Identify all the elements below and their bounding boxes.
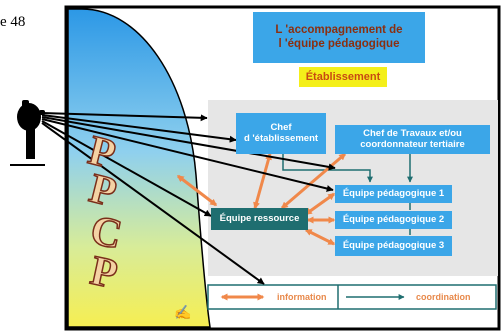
title-line-2: l 'équipe pédagogique [278,37,400,50]
diagram-title: L 'accompagnement de l 'équipe pédagogiq… [253,12,425,63]
legend-information-label: information [277,292,327,302]
pointer-arrow-legend [41,122,265,285]
hand-pointer-icon [10,100,45,166]
legend-coordination-label: coordination [416,292,471,302]
page-number-fragment: e 48 [0,14,26,30]
title-line-1: L 'accompagnement de [275,24,403,37]
node-chef-etablissement: Chef d 'établissement [236,113,326,154]
ppcp-dome [67,8,211,328]
node-chef-line-2: d 'établissement [243,132,319,144]
establishment-label: Établissement [299,67,387,87]
info-ressource-team3 [304,228,336,246]
info-ressource-dome [176,174,218,207]
node-travaux-line-2: coordonnateur tertiaire [360,138,465,150]
info-ressource-team1 [304,192,336,216]
node-chef-line-1: Chef [270,121,292,133]
node-chef-travaux: Chef de Travaux et/ou coordonnateur tert… [335,125,490,154]
pointer-arrow-panel [41,112,208,122]
pointer-arrow-team1 [41,118,334,192]
node-equipe-ressource: Équipe ressource [211,208,308,230]
node-equipe-pedagogique-1: Équipe pédagogique 1 [335,185,452,203]
pointer-arrow-chef [41,114,237,143]
pointer-arrows [41,112,336,285]
node-travaux-line-1: Chef de Travaux et/ou [363,127,462,139]
node-equipe-pedagogique-2: Équipe pédagogique 2 [335,211,452,229]
pointer-arrow-travaux [41,116,336,171]
figure-icon: ✍ [174,304,192,320]
information-arrows [176,152,347,246]
info-chef-ressource [253,152,272,210]
pointer-arrow-ressource [41,120,212,217]
node-equipe-pedagogique-3: Équipe pédagogique 3 [335,236,452,256]
info-travaux-ressource [280,152,347,210]
